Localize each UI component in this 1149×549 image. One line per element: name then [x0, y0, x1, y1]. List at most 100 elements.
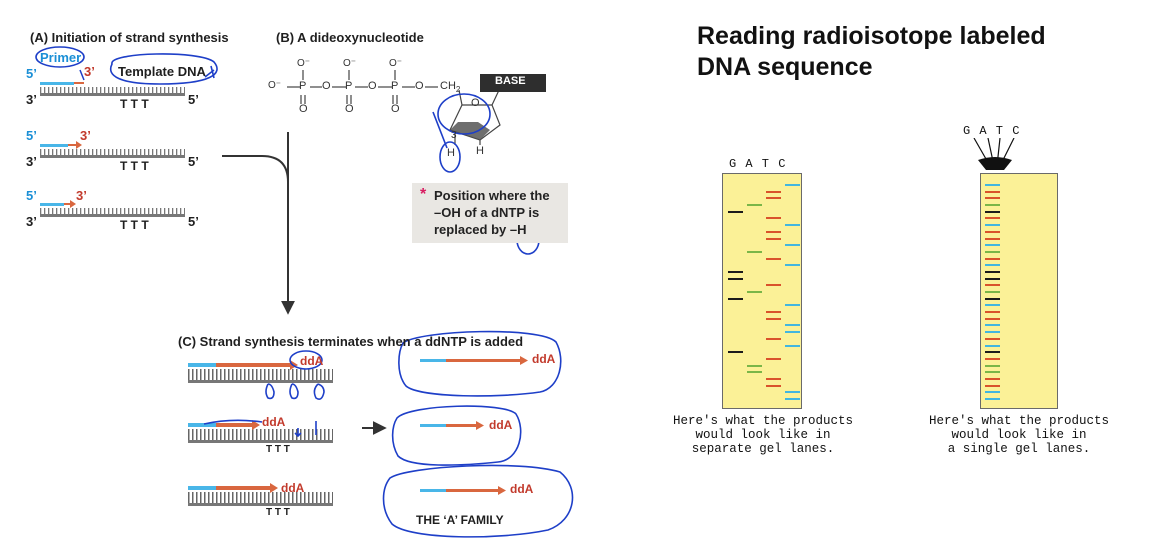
a2-3prime-bottom: 3’: [26, 154, 37, 169]
product-2: [420, 421, 484, 430]
gel-band-single: [985, 224, 1000, 227]
gel-band-separate: [766, 357, 781, 360]
pen-annotations-c: [203, 330, 574, 538]
gel-band-separate: [728, 277, 743, 280]
gel-band-separate: [766, 230, 781, 233]
gel-band-single: [985, 311, 1000, 314]
pen-annotations-a: [35, 46, 218, 85]
callout-text: Position where the –OH of a dNTP is repl…: [434, 188, 550, 237]
gel-band-single: [985, 264, 1000, 267]
a1-3prime-bottom: 3’: [26, 92, 37, 107]
gel-band-single: [985, 190, 1000, 193]
gel-1-lanes-header: G A T C: [729, 157, 787, 171]
base-box: [480, 74, 546, 92]
panel-a-strand-3: [40, 200, 185, 217]
gel-band-separate: [785, 224, 800, 227]
gel-band-single: [985, 277, 1000, 280]
gel-band-single: [985, 331, 1000, 334]
product-3: [420, 486, 506, 495]
dideoxy-callout: * Position where the –OH of a dNTP is re…: [412, 183, 568, 243]
gel-band-single: [985, 250, 1000, 253]
right-title: Reading radioisotope labeled DNA sequenc…: [697, 21, 1046, 83]
gel-single-lane: [980, 173, 1058, 409]
gel-band-separate: [785, 344, 800, 347]
c2-bases: T T T: [266, 444, 290, 455]
gel-band-single: [985, 364, 1000, 367]
gel-band-separate: [747, 291, 762, 293]
a1-5prime-top: 5’: [26, 66, 37, 81]
gel-band-separate: [747, 204, 762, 207]
o-double-3: O: [391, 103, 400, 115]
panel-a-title: (A) Initiation of strand synthesis: [30, 30, 229, 45]
gel-band-single: [985, 291, 1000, 293]
gel-band-single: [985, 384, 1000, 387]
gel-band-single: [985, 337, 1000, 340]
gel-band-single: [985, 204, 1000, 207]
gel-band-single: [985, 284, 1000, 287]
panel-c-title: (C) Strand synthesis terminates when a d…: [178, 334, 524, 349]
gel-band-single: [985, 297, 1000, 300]
base-label: BASE: [495, 75, 526, 87]
phosphate-o-minus-1: O⁻: [297, 58, 311, 69]
a2-bases: T T T: [120, 159, 149, 173]
gel-band-single: [985, 324, 1000, 327]
a2-3prime-top: 3’: [80, 128, 91, 143]
a1-bases: T T T: [120, 97, 149, 111]
phosphate-o-minus-left: O⁻: [268, 80, 282, 91]
gel-band-separate: [728, 210, 743, 213]
gel-band-separate: [785, 304, 800, 307]
panel-a-strand-1: [40, 69, 185, 96]
ch2-subscript: 2: [455, 85, 461, 95]
gel-band-separate: [785, 398, 800, 400]
gel-band-single: [985, 304, 1000, 307]
gel-band-separate: [785, 391, 800, 394]
o-double-1: O: [299, 103, 308, 115]
diagram-canvas: [35, 46, 574, 538]
gel-band-separate: [747, 250, 762, 253]
gel-band-single: [985, 391, 1000, 394]
primer-label: Primer: [40, 50, 82, 65]
gel-band-single: [985, 357, 1000, 360]
p-atom-1: P: [299, 80, 307, 92]
c3-dda: ddA: [281, 481, 305, 495]
caption-separate-lanes: Here's what the products would look like…: [672, 414, 854, 456]
gel-band-separate: [747, 364, 762, 367]
right-title-line-1: Reading radioisotope labeled: [697, 22, 1046, 50]
a1-5prime-bottom: 5’: [188, 92, 199, 107]
gel-band-separate: [785, 331, 800, 334]
gel-band-single: [985, 398, 1000, 400]
gel-band-separate: [766, 311, 781, 314]
gel-band-separate: [785, 184, 800, 186]
panel-c-strand-3: [188, 483, 333, 506]
gel-band-single: [985, 244, 1000, 247]
ch2-text: CH: [440, 80, 456, 92]
o-double-2: O: [345, 103, 354, 115]
gel-band-single: [985, 197, 1000, 200]
gel-2-lanes-header: G A T C: [963, 124, 1021, 138]
gel-band-single: [985, 210, 1000, 213]
dideoxynucleotide-structure: [287, 70, 501, 145]
gel-band-separate: [728, 297, 743, 300]
product-1: [420, 356, 528, 365]
a3-3prime-bottom: 3’: [26, 214, 37, 229]
gel-band-single: [985, 377, 1000, 380]
gel-band-single: [985, 270, 1000, 273]
a3-5prime-top: 5’: [26, 188, 37, 203]
caption-single-lane: Here's what the products would look like…: [928, 414, 1110, 456]
a1-3prime-top: 3’: [84, 64, 95, 79]
gel-band-separate: [728, 270, 743, 273]
gel-band-separate: [747, 371, 762, 374]
gel-band-separate: [766, 190, 781, 193]
gel-band-single: [985, 237, 1000, 240]
gel-band-separate: [766, 257, 781, 260]
gel-band-separate: [785, 264, 800, 267]
a2-5prime-top: 5’: [26, 128, 37, 143]
gel-band-separate: [766, 337, 781, 340]
gel-band-separate: [785, 244, 800, 247]
h-atom-3prime: H: [447, 147, 455, 159]
lane-merge-fan: [973, 138, 1015, 170]
a2-5prime-bottom: 5’: [188, 154, 199, 169]
product-2-dda: ddA: [489, 418, 513, 432]
gel-band-single: [985, 257, 1000, 260]
right-title-line-2: DNA sequence: [697, 53, 873, 81]
